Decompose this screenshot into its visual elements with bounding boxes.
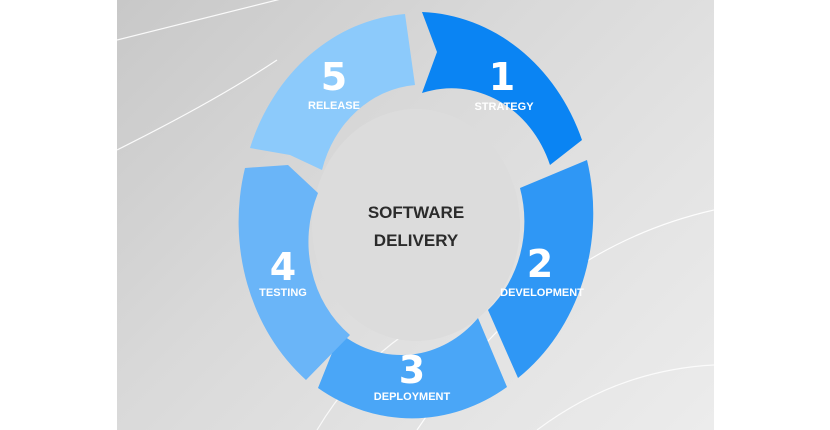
- step-3-segment[interactable]: [318, 318, 507, 419]
- step-3-number: 3: [399, 348, 425, 392]
- step-1-segment[interactable]: [422, 12, 582, 165]
- step-5-number: 5: [321, 55, 347, 99]
- step-4-label: TESTING: [259, 287, 307, 299]
- center-title-line2: DELIVERY: [374, 231, 459, 250]
- step-5-label: RELEASE: [308, 100, 360, 112]
- step-1-number: 1: [489, 55, 515, 99]
- step-2-number: 2: [527, 242, 553, 286]
- center-title-line1: SOFTWARE: [368, 203, 464, 222]
- center-disk: [312, 109, 520, 341]
- step-4-number: 4: [270, 245, 296, 289]
- step-1-label: STRATEGY: [474, 101, 534, 113]
- step-5-segment[interactable]: [250, 14, 415, 170]
- step-4-segment[interactable]: [238, 165, 350, 380]
- step-2-label: DEVELOPMENT: [500, 287, 584, 299]
- step-3-label: DEPLOYMENT: [374, 391, 451, 403]
- step-2-segment[interactable]: [488, 160, 594, 378]
